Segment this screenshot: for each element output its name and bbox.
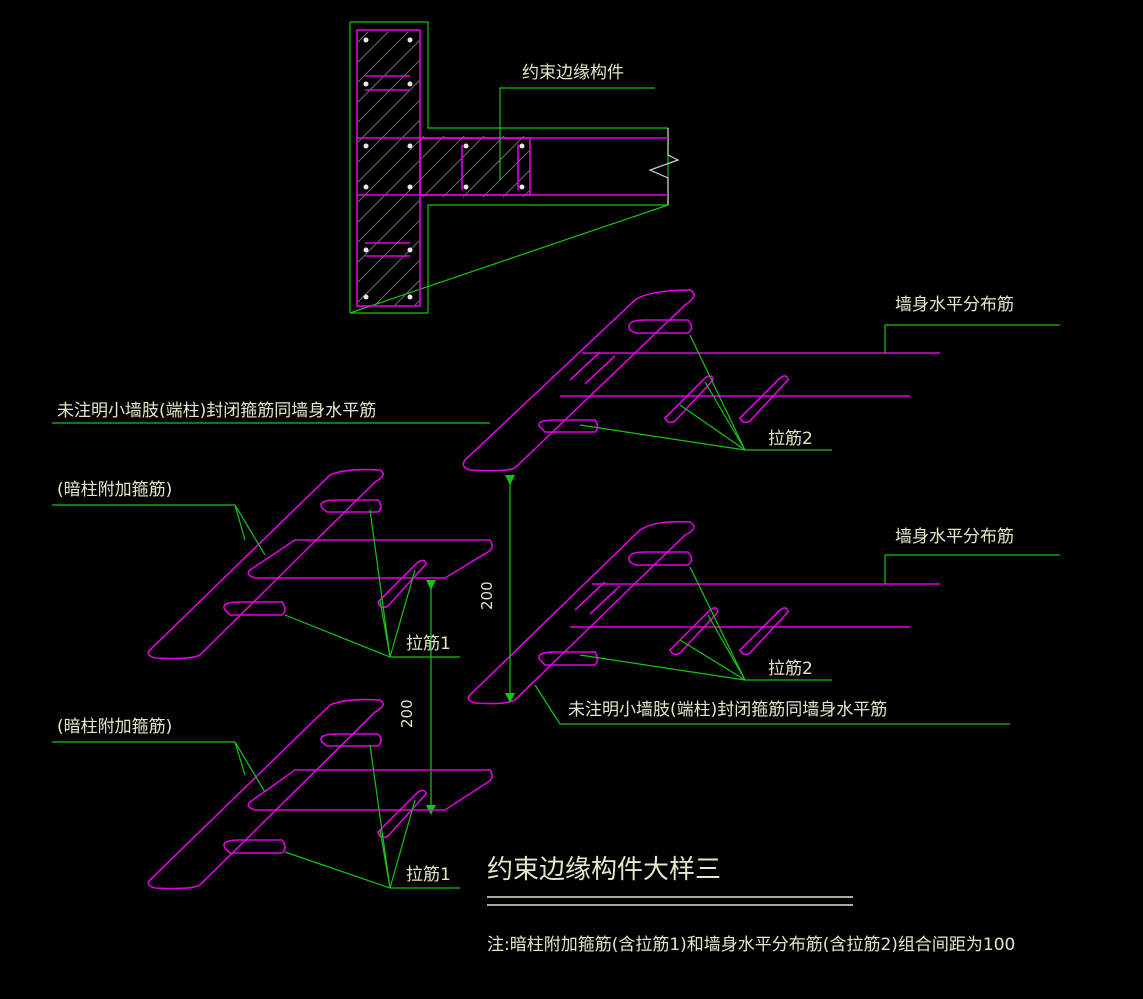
right-top-group: 墙身水平分布筋 未注明小墙肢(端柱)封闭箍筋同墙身水平筋 拉筋2	[52, 289, 1060, 472]
title-block: 约束边缘构件大样三 注:暗柱附加箍筋(含拉筋1)和墙身水平分布筋(含拉筋2)组合…	[487, 855, 1015, 955]
label-boundary-member: 约束边缘构件	[522, 63, 624, 83]
label-tie-bar1-bottom: 拉筋1	[406, 865, 451, 885]
dim-spacing-right: 200	[478, 475, 515, 703]
drawing-title: 约束边缘构件大样三	[487, 855, 721, 885]
label-tie-bar2-top: 拉筋2	[768, 429, 813, 449]
dim-spacing-left: 200	[398, 580, 436, 815]
label-closed-stirrup-top: 未注明小墙肢(端柱)封闭箍筋同墙身水平筋	[57, 401, 376, 421]
dim-text-right: 200	[478, 581, 496, 610]
left-lower-group: (暗柱附加箍筋) 拉筋1	[52, 698, 493, 890]
left-upper-group: (暗柱附加箍筋) 拉筋1	[52, 468, 493, 660]
label-hidden-col-stirrup-1: (暗柱附加箍筋)	[57, 480, 172, 500]
break-line	[648, 128, 680, 205]
rebar-dots	[363, 37, 525, 300]
dim-text-left: 200	[398, 699, 416, 728]
label-hidden-col-stirrup-2: (暗柱附加箍筋)	[57, 717, 172, 737]
plan-section: 约束边缘构件	[349, 21, 680, 314]
label-tie-bar1-top: 拉筋1	[406, 634, 451, 654]
drawing-note: 注:暗柱附加箍筋(含拉筋1)和墙身水平分布筋(含拉筋2)组合间距为100	[487, 935, 1015, 955]
label-wall-h-rebar-top: 墙身水平分布筋	[895, 295, 1014, 315]
label-closed-stirrup-mid: 未注明小墙肢(端柱)封闭箍筋同墙身水平筋	[568, 700, 887, 720]
right-mid-group: 墙身水平分布筋 拉筋2 未注明小墙肢(端柱)封闭箍筋同墙身水平筋	[467, 520, 1060, 725]
label-wall-h-rebar-mid: 墙身水平分布筋	[895, 527, 1014, 547]
section-outline	[349, 21, 669, 314]
label-tie-bar2-mid: 拉筋2	[768, 659, 813, 679]
